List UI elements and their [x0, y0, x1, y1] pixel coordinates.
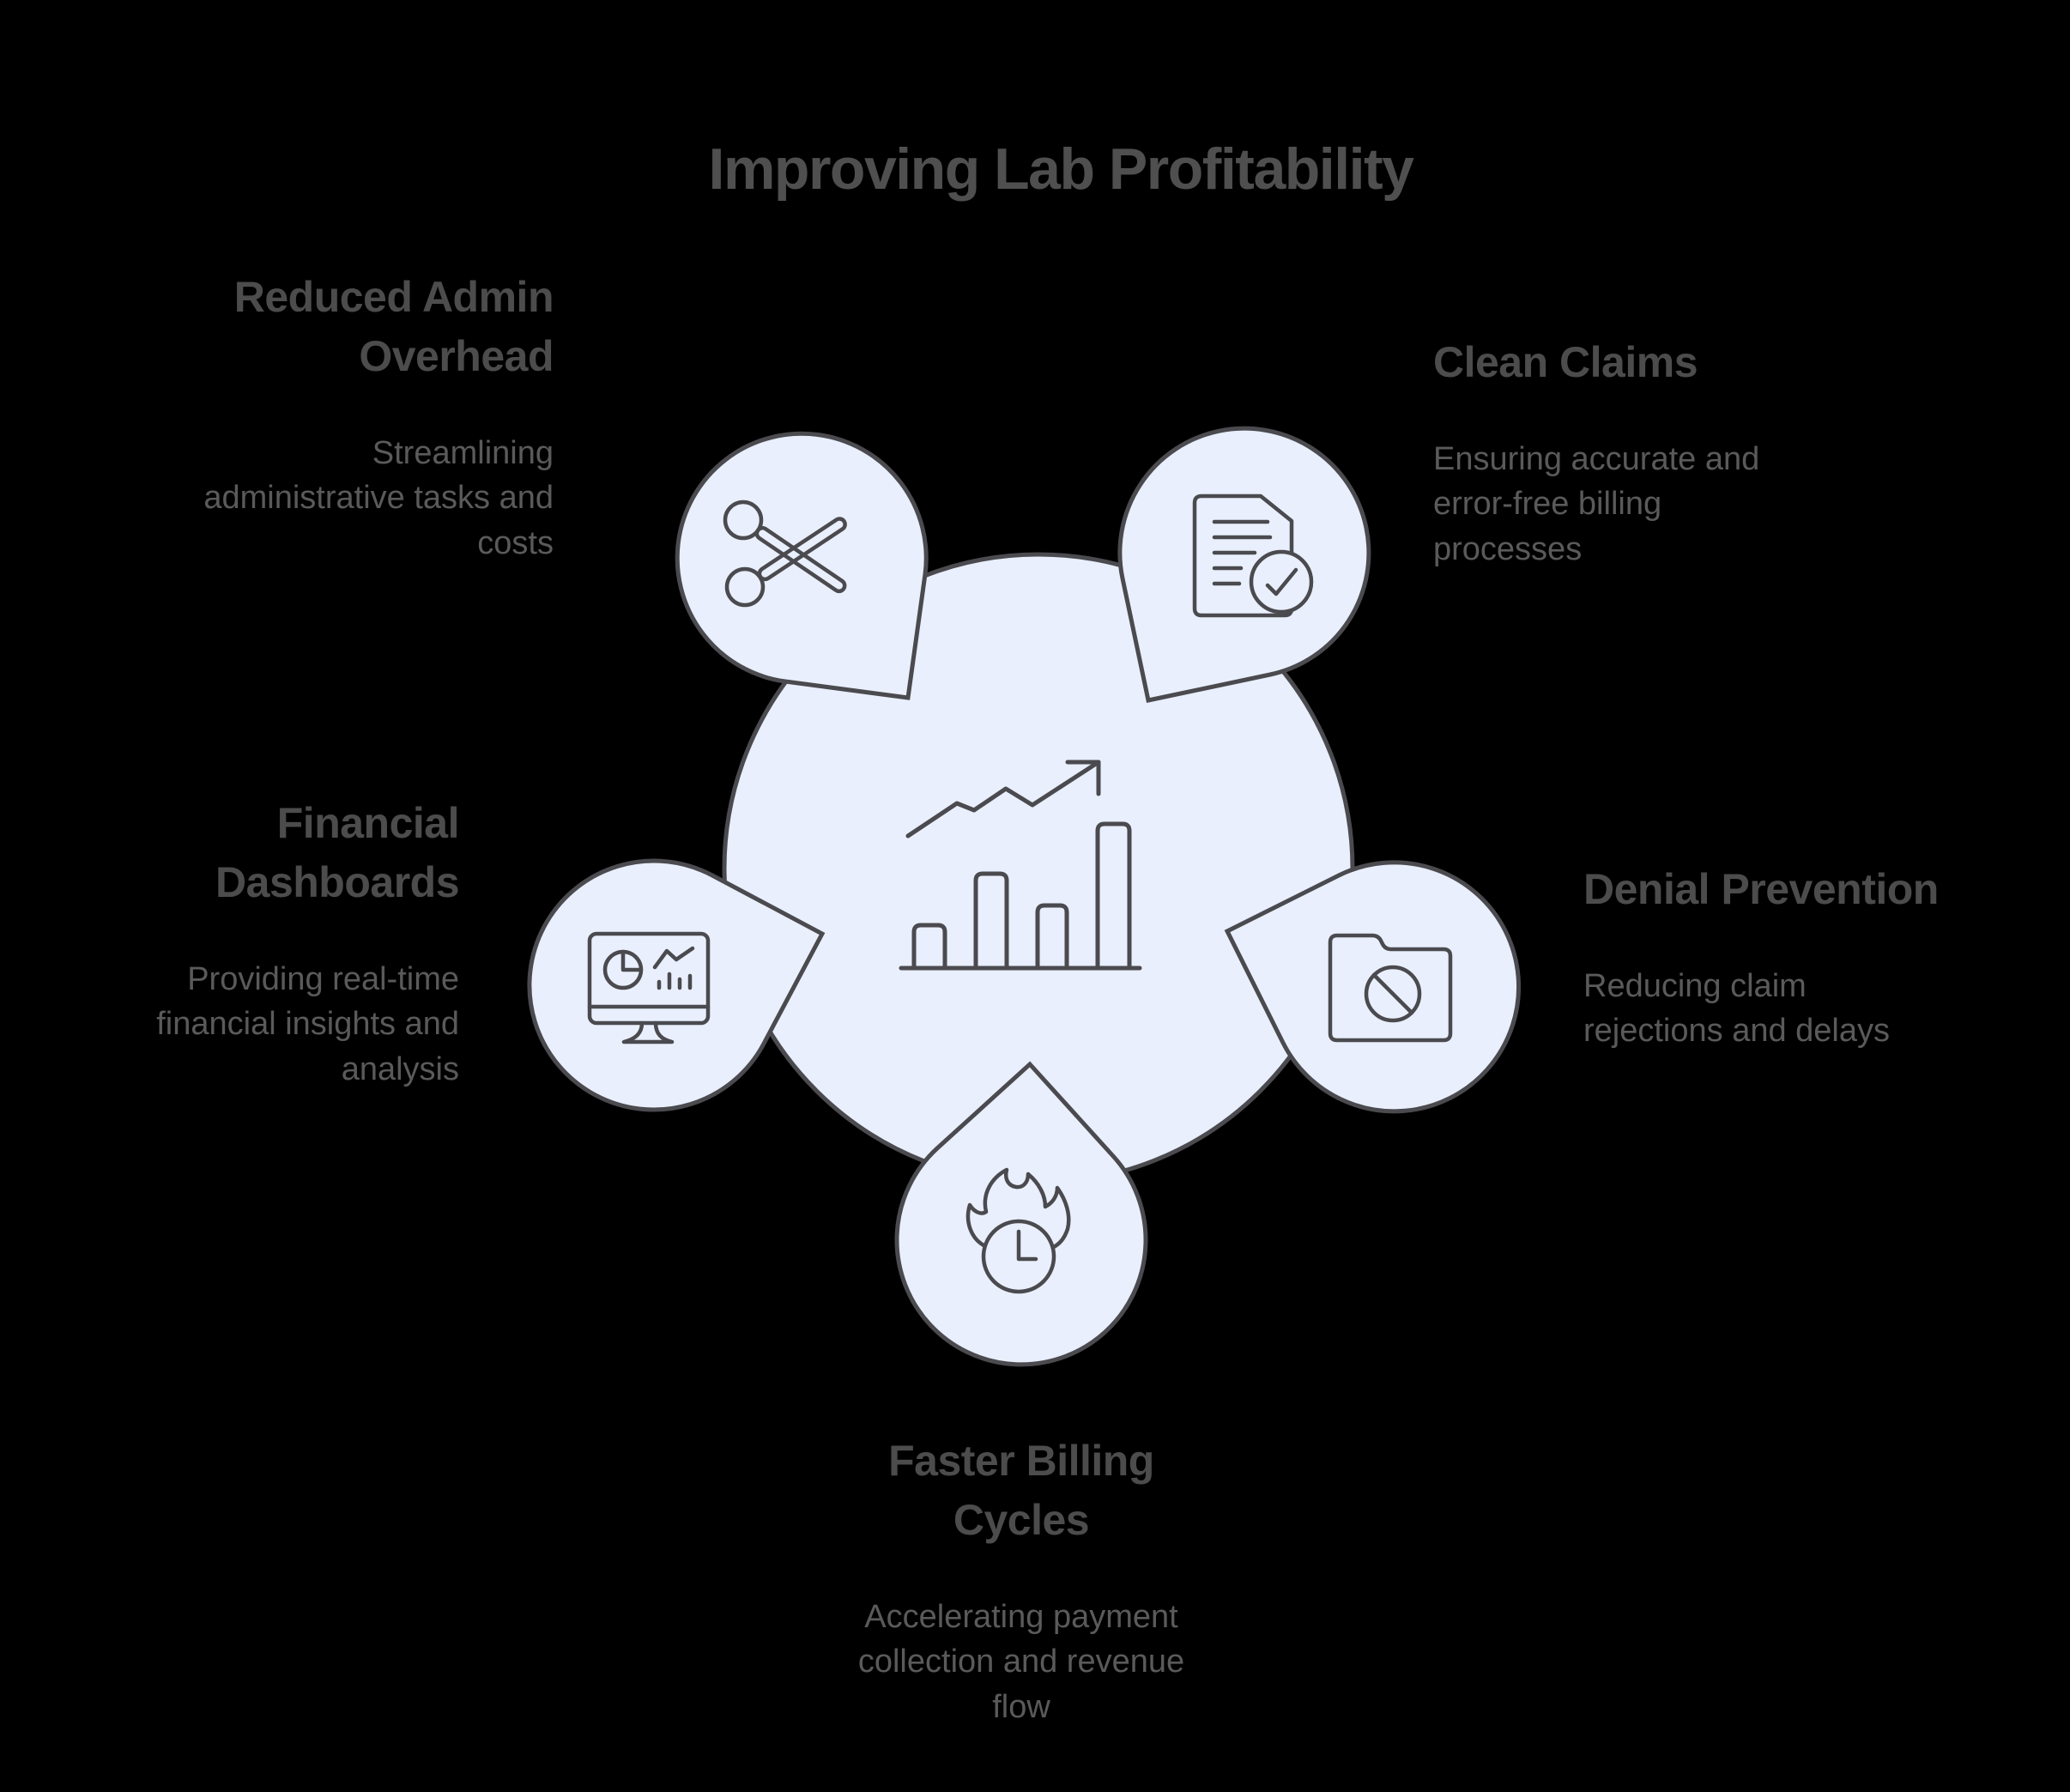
section-denial-prevention: Denial Prevention Reducing claim rejecti…	[1583, 860, 2070, 1054]
section-body: Accelerating payment collection and reve…	[857, 1599, 1185, 1725]
section-reduced-admin-overhead: Reduced Admin Overhead Streamlining admi…	[90, 268, 554, 566]
flame-clock-icon	[965, 1167, 1071, 1294]
document-check-icon	[1192, 493, 1314, 618]
section-body: Ensuring accurate and error-free billing…	[1433, 441, 1760, 567]
section-body: Streamlining administrative tasks and co…	[203, 435, 554, 561]
petal-clean-claims	[1117, 426, 1371, 703]
page-title: Improving Lab Profitability	[708, 136, 1414, 202]
section-heading: Reduced Admin Overhead	[233, 273, 554, 380]
section-heading: Clean Claims	[1433, 338, 1698, 386]
section-faster-billing-cycles: Faster Billing Cycles Accelerating payme…	[747, 1432, 1296, 1729]
section-body: Providing real-time financial insights a…	[156, 961, 459, 1087]
section-clean-claims: Clean Claims Ensuring accurate and error…	[1433, 333, 1931, 572]
section-heading: Denial Prevention	[1583, 865, 1939, 913]
section-body: Reducing claim rejections and delays	[1583, 968, 1890, 1050]
folder-blocked-icon	[1328, 933, 1453, 1043]
growth-chart-icon	[899, 760, 1142, 971]
dashboard-monitor-icon	[587, 931, 711, 1044]
section-heading: Faster Billing Cycles	[888, 1437, 1154, 1544]
scissors-icon	[723, 499, 847, 608]
petal-denial-prevention	[1224, 860, 1522, 1114]
petal-faster-billing-cycles	[894, 1061, 1148, 1367]
section-heading: Financial Dashboards	[215, 799, 459, 906]
petal-financial-dashboards	[527, 858, 826, 1112]
section-financial-dashboards: Financial Dashboards Providing real-time…	[0, 794, 459, 1092]
